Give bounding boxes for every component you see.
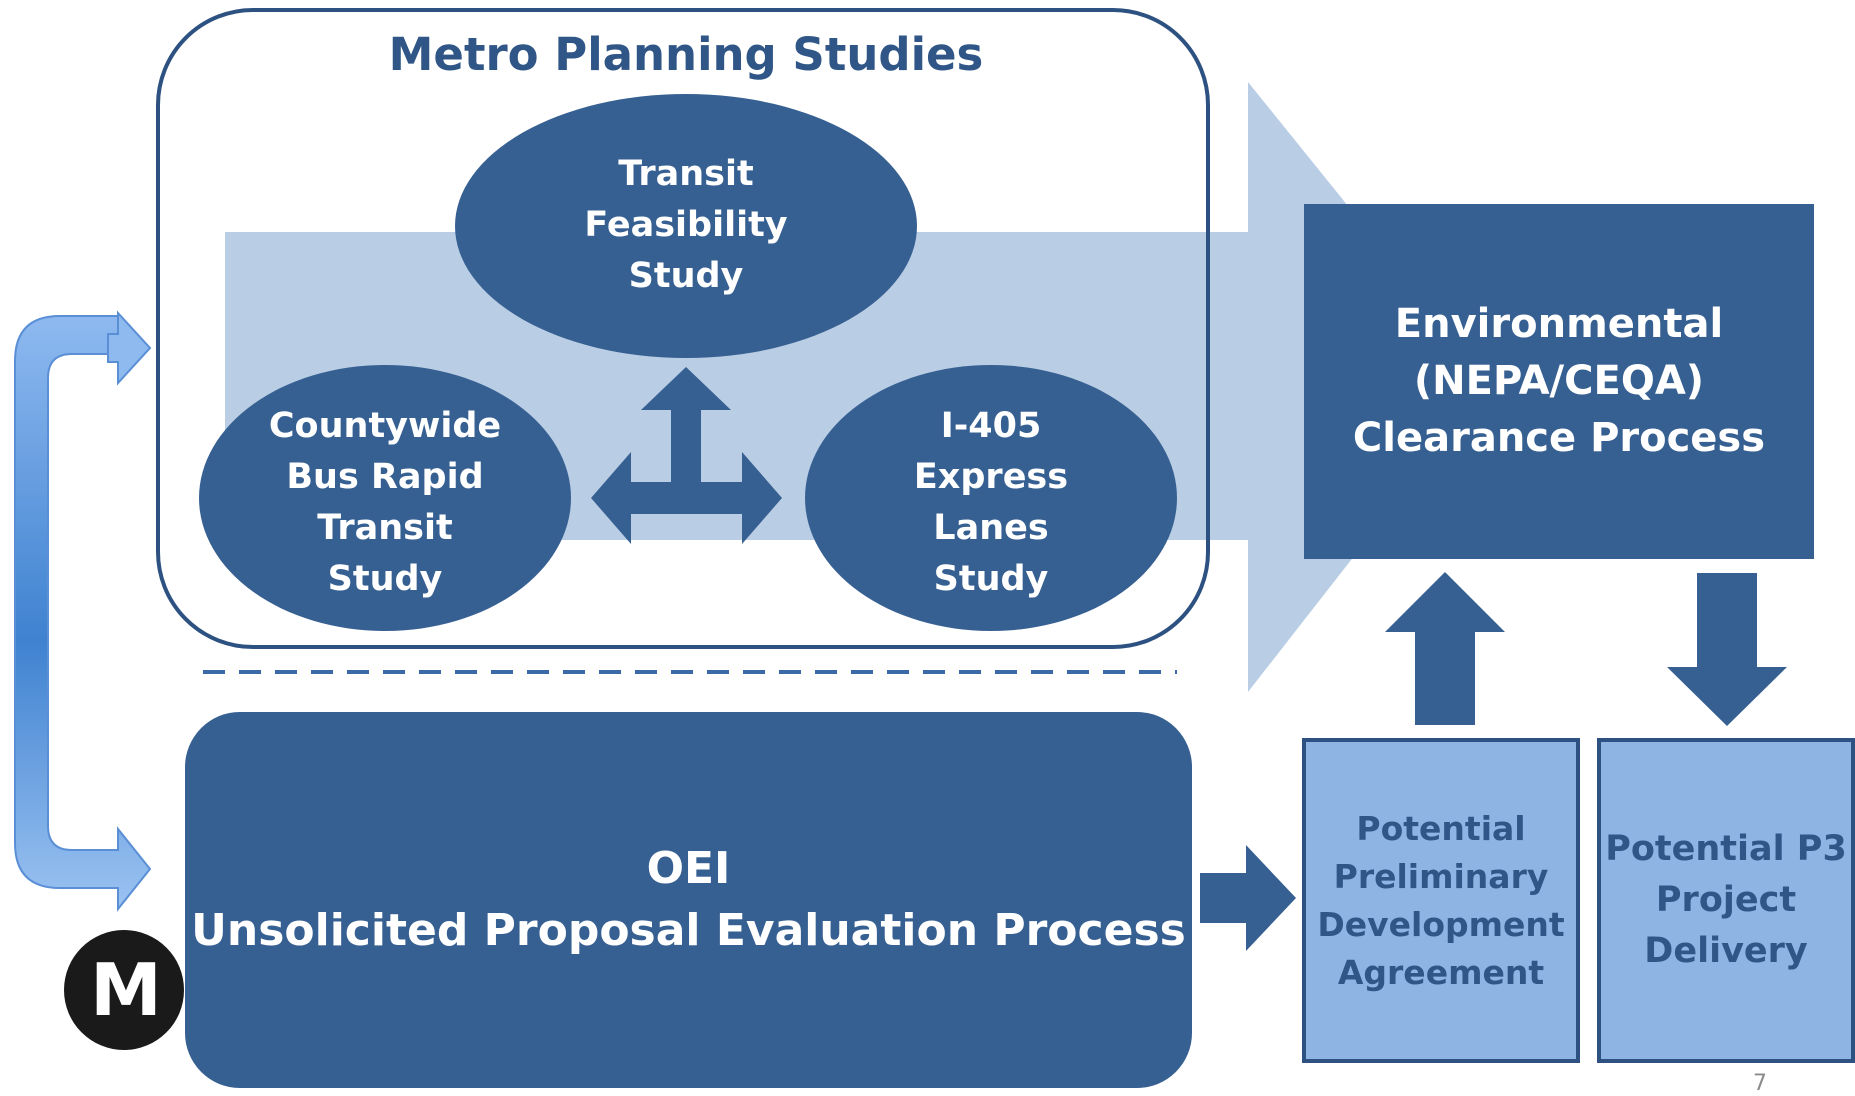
env-to-p3-arrow [1667, 573, 1787, 726]
p3-label: Potential P3 Project Delivery [1605, 829, 1847, 971]
metro-logo [64, 930, 184, 1050]
three-way-arrow [591, 367, 782, 544]
oei-label: OEI Unsolicited Proposal Evaluation Proc… [191, 843, 1186, 956]
transit-feasibility-oval [455, 94, 917, 358]
left-bracket-arrow [14, 313, 152, 912]
ppda-box [1302, 738, 1580, 1063]
oei-box [185, 712, 1192, 1088]
environmental-box [1304, 204, 1814, 559]
metro-logo-letter: M [90, 948, 162, 1032]
oei-to-ppda-arrow [1200, 845, 1296, 951]
ppda-label: Potential Preliminary Development Agreem… [1317, 808, 1565, 992]
transit-feasibility-label: Transit Feasibility Study [584, 153, 788, 296]
countywide-brt-label: Countywide Bus Rapid Transit Study [268, 406, 502, 599]
countywide-brt-oval [199, 365, 571, 631]
metro-planning-box [156, 8, 1210, 649]
environmental-label: Environmental (NEPA/CEQA) Clearance Proc… [1352, 301, 1766, 461]
i405-label: I-405 Express Lanes Study [913, 406, 1069, 599]
i405-oval [805, 365, 1177, 631]
page-number: 7 [1753, 1071, 1767, 1096]
metro-planning-title: Metro Planning Studies [388, 27, 984, 81]
p3-box [1597, 738, 1855, 1063]
bracket-top-arrowhead [107, 310, 152, 386]
ppda-to-env-arrow [1385, 572, 1505, 725]
